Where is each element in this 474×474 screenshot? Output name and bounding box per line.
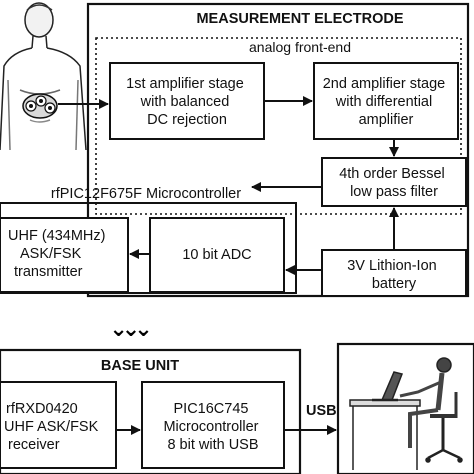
adc-label: 10 bit ADC: [182, 247, 251, 263]
receiver-box: [0, 381, 117, 469]
pic-microcontroller-box: [141, 381, 285, 469]
first-amplifier-box: [109, 62, 265, 140]
microcontroller-frame: [0, 202, 297, 294]
analog-front-end-label: analog front-end: [249, 39, 351, 55]
first-amplifier-label: 1st amplifier stage with balanced DC rej…: [126, 76, 248, 128]
bessel-filter-box: [321, 157, 467, 207]
patient-figure-icon: [0, 2, 87, 151]
second-amplifier-label: 2nd amplifier stage with differential am…: [323, 76, 450, 128]
receiver-label: rfRXD0420 UHF ASK/FSK receiver: [4, 401, 102, 453]
usb-label: USB: [306, 403, 337, 419]
bessel-filter-label: 4th order Bessel low pass filter: [339, 166, 449, 200]
second-amplifier-box: [313, 62, 459, 140]
uhf-transmitter-box: [0, 217, 129, 293]
computer-user-icon: [349, 357, 463, 470]
pic-microcontroller-label: PIC16C745 Microcontroller 8 bit with USB: [163, 401, 262, 453]
measurement-electrode-frame: [86, 2, 470, 298]
battery-box: [321, 249, 467, 297]
adc-box: [149, 217, 285, 293]
measurement-electrode-title: MEASUREMENT ELECTRODE: [196, 11, 403, 27]
microcontroller-label: rfPIC12F675F Microcontroller: [51, 186, 241, 202]
chest-electrode-icon: [22, 93, 58, 119]
base-unit-title: BASE UNIT: [101, 358, 179, 374]
wireless-link-chevrons: ⌄⌄⌄: [109, 317, 149, 342]
uhf-transmitter-label: UHF (434MHz) ASK/FSK transmitter: [8, 228, 110, 280]
battery-label: 3V Lithion-Ion battery: [347, 258, 441, 292]
base-unit-frame: [0, 348, 302, 474]
